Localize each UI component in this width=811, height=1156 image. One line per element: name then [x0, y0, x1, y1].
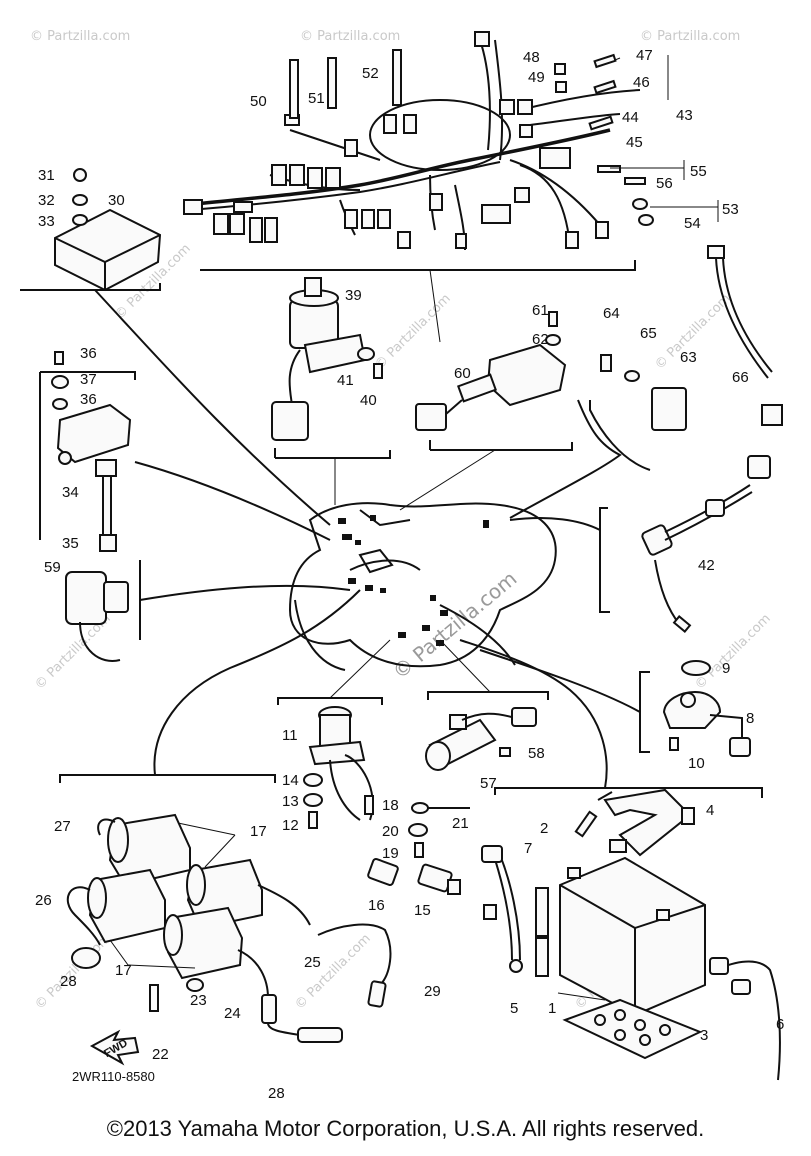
callout-33: 33	[38, 213, 55, 230]
callout-49: 49	[528, 69, 545, 86]
callout-17a: 17	[250, 823, 267, 840]
sensor-42	[509, 455, 771, 633]
watermark-text: © Partzilla.com	[292, 931, 374, 1013]
callout-31: 31	[38, 167, 55, 184]
switch-hardware	[367, 802, 470, 895]
sensor-assembly-34	[39, 351, 331, 552]
callout-28a: 28	[60, 973, 77, 990]
callout-40: 40	[360, 392, 377, 409]
battery-assembly	[459, 639, 781, 1081]
callout-13: 13	[282, 793, 299, 810]
callout-21: 21	[452, 815, 469, 832]
callout-15: 15	[414, 902, 431, 919]
callout-32: 32	[38, 192, 55, 209]
forward-arrow: FWD	[89, 1029, 140, 1066]
watermark-text: © Partzilla.com	[30, 29, 130, 44]
callout-57: 57	[480, 775, 497, 792]
callout-66: 66	[732, 369, 749, 386]
callout-14: 14	[282, 772, 299, 789]
callout-28b: 28	[268, 1085, 285, 1102]
callout-36b: 36	[80, 391, 97, 408]
callout-18: 18	[382, 797, 399, 814]
callout-19: 19	[382, 845, 399, 862]
watermark-text: © Partzilla.com	[300, 29, 400, 44]
callout-20: 20	[382, 823, 399, 840]
watermark-text: © Partzilla.com	[372, 291, 454, 373]
watermark-text: © Partzilla.com	[692, 611, 774, 693]
callout-59: 59	[44, 559, 61, 576]
callout-61: 61	[532, 302, 549, 319]
callout-53: 53	[722, 201, 739, 218]
callout-50: 50	[250, 93, 267, 110]
callout-65: 65	[640, 325, 657, 342]
callout-47: 47	[636, 47, 653, 64]
copyright-notice: ©2013 Yamaha Motor Corporation, U.S.A. A…	[106, 1116, 705, 1141]
callout-44: 44	[622, 109, 639, 126]
callout-3: 3	[700, 1027, 708, 1044]
callout-60: 60	[454, 365, 471, 382]
callout-7: 7	[524, 840, 532, 857]
callout-6: 6	[776, 1016, 784, 1033]
callout-25: 25	[304, 954, 321, 971]
callout-56: 56	[656, 175, 673, 192]
callout-58: 58	[528, 745, 545, 762]
callout-23: 23	[190, 992, 207, 1009]
callout-62: 62	[532, 331, 549, 348]
callout-42: 42	[698, 557, 715, 574]
callout-36a: 36	[80, 345, 97, 362]
callout-29: 29	[424, 983, 441, 1000]
callout-37: 37	[80, 371, 97, 388]
callout-39: 39	[345, 287, 362, 304]
regulator-assembly	[20, 168, 331, 526]
neutral-switch-assembly	[277, 639, 391, 829]
callout-1: 1	[548, 1000, 556, 1017]
callout-64: 64	[603, 305, 620, 322]
callout-10: 10	[688, 755, 705, 772]
callout-52: 52	[362, 65, 379, 82]
callout-17b: 17	[115, 962, 132, 979]
callout-16: 16	[368, 897, 385, 914]
starter-relay-assembly	[425, 639, 549, 771]
callout-27: 27	[54, 818, 71, 835]
callout-35: 35	[62, 535, 79, 552]
frame-outline	[288, 502, 557, 671]
callout-24: 24	[224, 1005, 241, 1022]
unit-59	[65, 560, 351, 662]
callout-55: 55	[690, 163, 707, 180]
callout-2: 2	[540, 820, 548, 837]
callout-41: 41	[337, 372, 354, 389]
callout-51: 51	[308, 90, 325, 107]
callout-46: 46	[633, 74, 650, 91]
callout-63: 63	[680, 349, 697, 366]
relay-assembly	[399, 311, 573, 511]
callout-8: 8	[746, 710, 754, 727]
document-code: 2WR110-8580	[72, 1069, 155, 1084]
callout-9: 9	[722, 660, 730, 677]
callout-43: 43	[676, 107, 693, 124]
horn-assembly	[479, 649, 751, 757]
wire-harness	[183, 31, 719, 343]
callout-5: 5	[510, 1000, 518, 1017]
callout-45: 45	[626, 134, 643, 151]
callout-12: 12	[282, 817, 299, 834]
cable-assembly-66	[589, 245, 783, 471]
callout-54: 54	[684, 215, 701, 232]
callout-4: 4	[706, 802, 714, 819]
main-switch-assembly	[271, 277, 391, 505]
callout-30: 30	[108, 192, 125, 209]
callout-48: 48	[523, 49, 540, 66]
callout-11: 11	[282, 727, 298, 744]
callout-34: 34	[62, 484, 79, 501]
callout-22: 22	[152, 1046, 169, 1063]
callout-26: 26	[35, 892, 52, 909]
ignition-coil-assembly	[59, 589, 392, 1043]
watermark-text: © Partzilla.com	[640, 29, 740, 44]
